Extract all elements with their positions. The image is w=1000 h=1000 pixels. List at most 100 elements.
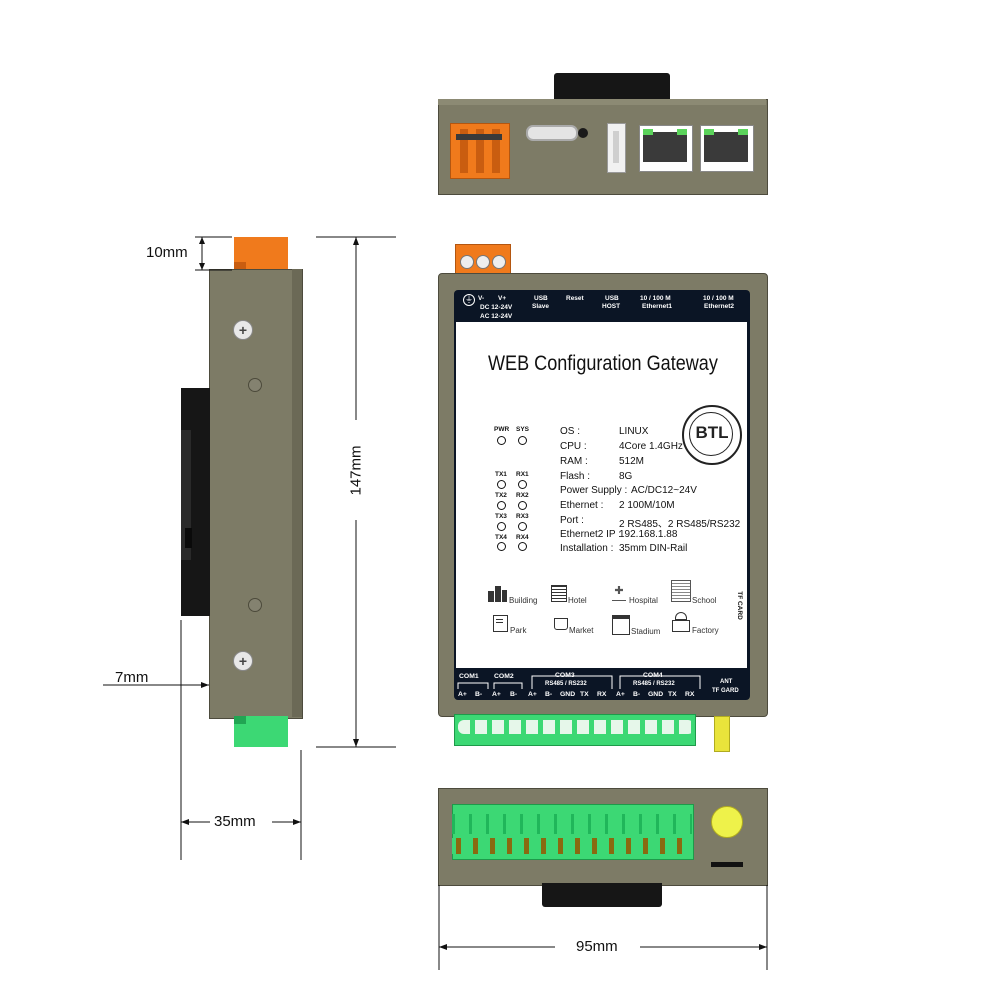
- front-power-plug: [455, 244, 511, 276]
- label-usb-slave-1: USB: [534, 295, 548, 302]
- com3-gnd-label: GND: [560, 691, 576, 698]
- side-housing: [209, 269, 303, 719]
- screw-icon: +: [233, 320, 253, 340]
- dim-depth: 35mm: [214, 813, 256, 830]
- spec-val-os: LINUX: [619, 426, 649, 437]
- side-view: + +: [0, 0, 420, 900]
- spec-val-cpu: 4Core 1.4GHz: [619, 441, 683, 452]
- led-tx4: [497, 542, 506, 551]
- led-rx1: [518, 480, 527, 489]
- com1-a-label: A+: [458, 691, 467, 698]
- com3-tx-label: TX: [580, 691, 589, 698]
- stadium-icon: [612, 615, 630, 635]
- com4-a-label: A+: [616, 691, 625, 698]
- app-school: School: [692, 596, 717, 605]
- led-label-rx3: RX3: [516, 513, 529, 520]
- app-factory: Factory: [692, 626, 719, 635]
- spec-val-ethernet: 2 100M/10M: [619, 500, 675, 511]
- com-bracket-lines: [457, 675, 701, 689]
- com4-gnd-label: GND: [648, 691, 664, 698]
- screw-icon: +: [233, 651, 253, 671]
- led-label-tx3: TX3: [495, 513, 507, 520]
- antenna-tip: [711, 806, 743, 838]
- hotel-icon: [551, 585, 567, 602]
- app-market: Market: [569, 626, 594, 635]
- hospital-icon: ✚: [612, 585, 626, 601]
- btl-logo-text: BTL: [695, 423, 729, 442]
- spec-key-port: Port :: [560, 515, 584, 526]
- com3-mode-label: RS485 / RS232: [545, 681, 587, 687]
- usb-c-port: [526, 125, 578, 141]
- park-icon: [493, 615, 508, 632]
- tf-card-slot: [711, 862, 743, 867]
- led-label-pwr: PWR: [494, 426, 510, 433]
- led-label-tx2: TX2: [495, 492, 507, 499]
- com4-tx-label: TX: [668, 691, 677, 698]
- label-dc: DC 12-24V: [480, 304, 513, 311]
- hole-icon: [248, 378, 262, 392]
- com2-label: COM2: [494, 673, 514, 680]
- top-din-clip: [554, 73, 670, 103]
- led-pwr: [497, 436, 506, 445]
- school-icon: [671, 580, 691, 602]
- front-view: ⏚ V- V+ DC 12-24V AC 12-24V USB Slave Re…: [438, 240, 768, 752]
- dim-rail-depth: 7mm: [115, 669, 149, 686]
- dim-width: 95mm: [576, 938, 618, 955]
- label-eth1: Ethernet1: [642, 303, 672, 310]
- led-tx3: [497, 522, 506, 531]
- led-label-tx1: TX1: [495, 471, 507, 478]
- label-usb-host-2: HOST: [602, 303, 621, 310]
- com1-label: COM1: [459, 673, 479, 680]
- com3-a-label: A+: [528, 691, 537, 698]
- led-rx2: [518, 501, 527, 510]
- spec-key-ethernet: Ethernet :: [560, 500, 604, 511]
- label-usb-slave-2: Slave: [532, 303, 549, 310]
- ethernet1-port: [639, 125, 693, 172]
- label-eth2-speed: 10 / 100 M: [703, 295, 734, 302]
- spec-val-flash: 8G: [619, 471, 633, 482]
- market-icon: [554, 618, 568, 630]
- led-label-sys: SYS: [516, 426, 530, 433]
- spec-key-power: Power Supply :: [560, 485, 628, 496]
- led-sys: [518, 436, 527, 445]
- com1-b-label: B-: [475, 691, 483, 698]
- spec-val-port: 2 RS485、2 RS485/RS232: [619, 519, 741, 530]
- label-vminus: V-: [478, 295, 485, 302]
- app-hotel: Hotel: [568, 596, 587, 605]
- led-tx1: [497, 480, 506, 489]
- com4-rx-label: RX: [685, 691, 695, 698]
- bottom-din-clip: [542, 883, 662, 907]
- building-icon: [488, 586, 507, 602]
- led-tx2: [497, 501, 506, 510]
- top-view: [438, 73, 768, 195]
- com4-b-label: B-: [633, 691, 641, 698]
- tf-card-label: TF GARD: [712, 688, 739, 694]
- ground-icon: ⏚: [463, 294, 475, 306]
- label-eth1-speed: 10 / 100 M: [640, 295, 671, 302]
- spec-val-ip: 192.168.1.88: [619, 529, 678, 540]
- spec-key-flash: Flash :: [560, 471, 591, 482]
- front-label: [456, 322, 747, 668]
- label-ac: AC 12-24V: [480, 313, 513, 320]
- app-stadium: Stadium: [631, 627, 661, 636]
- spec-key-cpu: CPU :: [560, 441, 587, 452]
- hole-icon: [248, 598, 262, 612]
- label-vplus: V+: [498, 295, 507, 302]
- spec-key-installation: Installation :: [560, 543, 614, 554]
- com2-a-label: A+: [492, 691, 501, 698]
- front-terminal-screws: [458, 720, 694, 734]
- led-label-rx2: RX2: [516, 492, 529, 499]
- bottom-view: [438, 788, 768, 908]
- led-rx4: [518, 542, 527, 551]
- spec-key-ram: RAM :: [560, 456, 588, 467]
- spec-val-installation: 35mm DIN-Rail: [619, 543, 688, 554]
- dim-top-tab: 10mm: [146, 244, 188, 261]
- antenna-connector: [714, 716, 730, 752]
- app-hospital: Hospital: [629, 596, 658, 605]
- ant-label: ANT: [720, 679, 733, 685]
- product-title: WEB Configuration Gateway: [488, 352, 718, 375]
- com3-b-label: B-: [545, 691, 553, 698]
- com4-mode-label: RS485 / RS232: [633, 681, 675, 687]
- led-label-rx4: RX4: [516, 534, 529, 541]
